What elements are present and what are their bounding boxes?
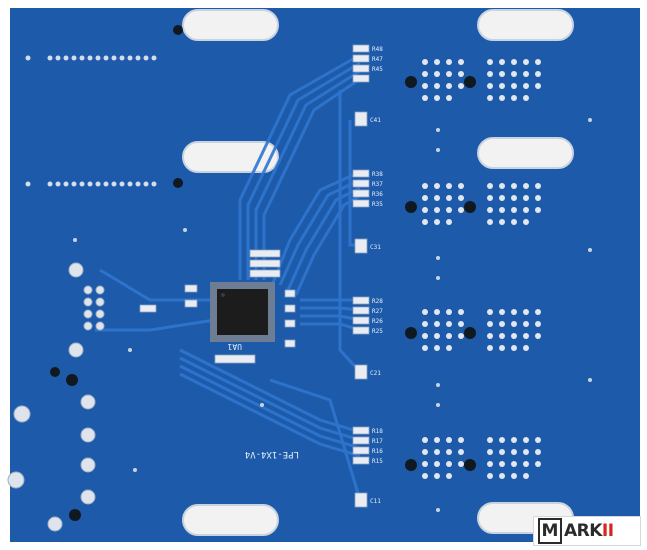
board-label: LPE-1X4-V4 bbox=[245, 449, 299, 459]
resistor-label: R17 bbox=[372, 438, 383, 445]
watermark-text-main: ARK bbox=[564, 521, 602, 541]
header-pins bbox=[25, 55, 157, 187]
watermark-text: ARKII bbox=[564, 521, 614, 541]
resistor-labels-4: R18 R17 R16 R15 bbox=[372, 428, 383, 465]
resistor-label: R47 bbox=[372, 56, 383, 63]
resistor-label: R27 bbox=[372, 308, 383, 315]
resistor-label: R16 bbox=[372, 448, 383, 455]
capacitor-label: C41 bbox=[370, 117, 381, 124]
resistor-networks bbox=[139, 44, 370, 508]
resistor-label: R26 bbox=[372, 318, 383, 325]
capacitor-label: C31 bbox=[370, 244, 381, 251]
capacitor-label: C21 bbox=[370, 370, 381, 377]
capacitor-labels: C41 C31 C21 C11 bbox=[370, 117, 381, 505]
edge-connector-dark-pins bbox=[66, 374, 81, 521]
pad-field-3 bbox=[422, 309, 541, 351]
watermark-text-accent: II bbox=[601, 521, 614, 541]
pcb-edge-shade bbox=[10, 8, 640, 542]
resistor-label: R28 bbox=[372, 298, 383, 305]
pad-field-4 bbox=[422, 437, 541, 479]
resistor-label: R36 bbox=[372, 191, 383, 198]
edge-connector-pads bbox=[7, 262, 105, 532]
resistor-label: R48 bbox=[372, 46, 383, 53]
watermark-letter-box: M bbox=[538, 518, 562, 544]
chip-label: UA1 bbox=[227, 342, 242, 351]
vias bbox=[73, 118, 592, 512]
pad-field-2 bbox=[422, 183, 541, 225]
resistor-label: R18 bbox=[372, 428, 383, 435]
alignment-holes bbox=[50, 25, 476, 471]
resistor-label: R35 bbox=[372, 201, 383, 208]
resistor-label: R38 bbox=[372, 171, 383, 178]
pad-field-1 bbox=[422, 59, 541, 101]
capacitor-label: C11 bbox=[370, 498, 381, 505]
mounting-slots bbox=[182, 9, 574, 536]
resistor-labels-3: R28 R27 R26 R25 bbox=[372, 298, 383, 335]
resistor-label: R25 bbox=[372, 328, 383, 335]
traces bbox=[95, 53, 362, 501]
resistor-labels-1: R48 R47 R45 bbox=[372, 46, 383, 73]
resistor-label: R15 bbox=[372, 458, 383, 465]
resistor-label: R37 bbox=[372, 181, 383, 188]
resistor-labels-2: R38 R37 R36 R35 bbox=[372, 171, 383, 208]
connector-pads bbox=[422, 59, 541, 479]
main-chip bbox=[210, 282, 275, 342]
resistor-label: R45 bbox=[372, 66, 383, 73]
